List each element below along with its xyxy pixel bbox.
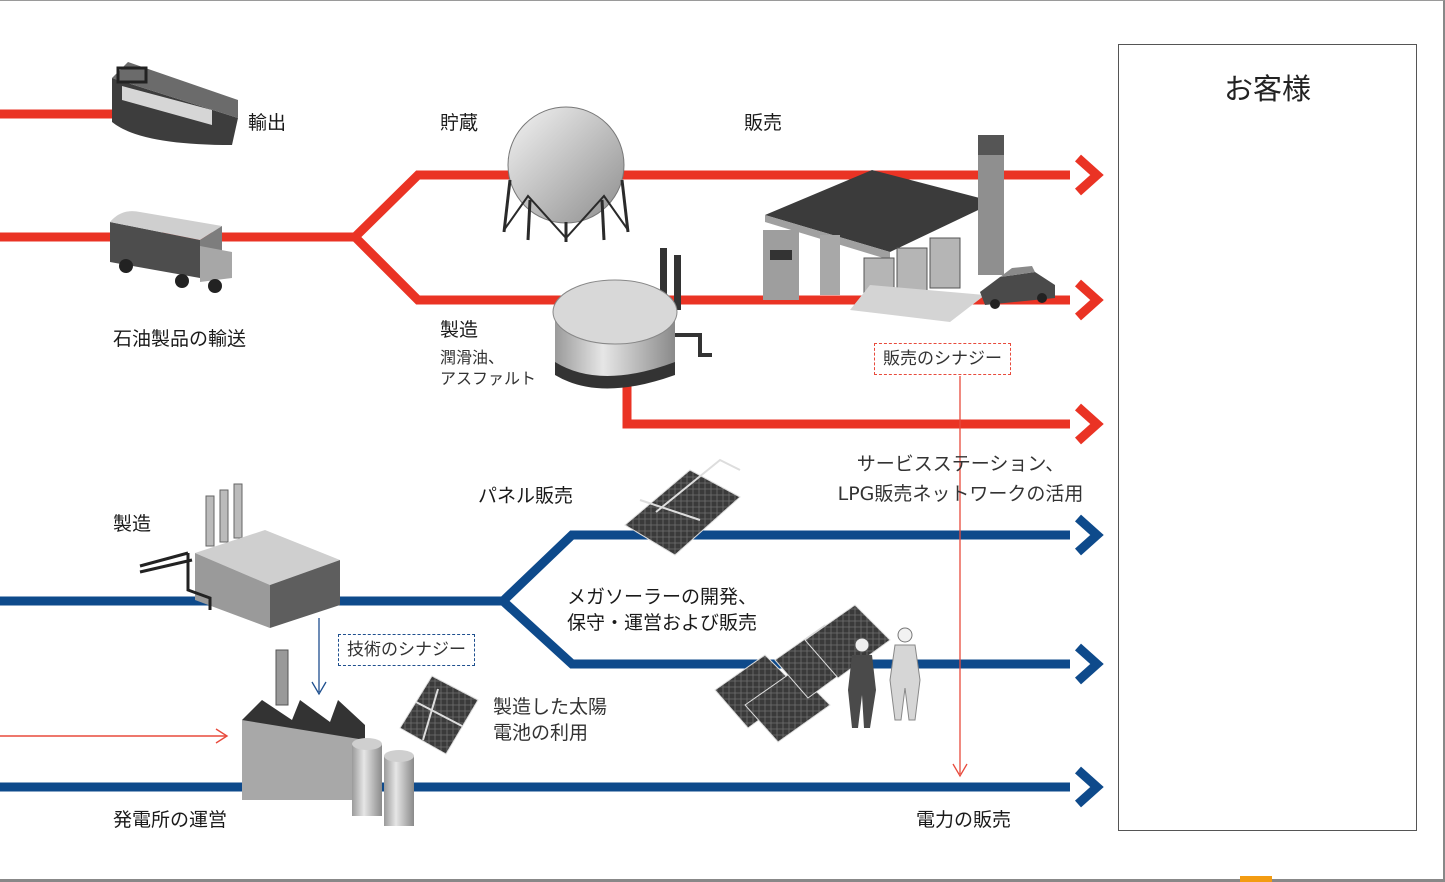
mega-solar-array-icon (714, 604, 891, 743)
power-plant-icon (242, 649, 414, 826)
mega-solar-label: メガソーラーの開発、 保守・運営および販売 (567, 586, 758, 634)
use-cells-label: 製造した太陽 電池の利用 (493, 696, 608, 744)
arrow-lubricant-icon (1074, 403, 1104, 445)
tech-synergy-connector (311, 618, 327, 696)
arrow-power-icon (1074, 766, 1104, 808)
refining-detail-label: 潤滑油、 アスファルト (440, 348, 537, 388)
refining-title-label: 製造 (440, 319, 479, 341)
tech-synergy-box: 技術のシナジー (338, 634, 475, 666)
power-sales-label: 電力の販売 (916, 809, 1012, 831)
refining-flow-line (351, 233, 1070, 305)
spherical-tank-icon (502, 106, 630, 242)
tanker-truck-icon (110, 211, 232, 293)
customer-title: お客様 (1223, 72, 1311, 106)
gas-station-icon (763, 135, 1004, 322)
solar-cell-icon (399, 675, 479, 755)
export-label: 輸出 (248, 112, 287, 134)
orange-page-tab (1240, 876, 1272, 882)
refinery-tank-icon (552, 248, 712, 389)
arrow-panel-icon (1074, 514, 1104, 556)
lubricant-flow-line (622, 370, 1070, 429)
arrow-refining-icon (1074, 279, 1104, 321)
sales-synergy-connector (952, 376, 968, 778)
storage-label: 貯蔵 (440, 112, 479, 134)
energy-arrowheads (1074, 514, 1104, 808)
sales-synergy-box: 販売のシナジー (874, 343, 1011, 375)
power-plant-label: 発電所の運営 (113, 809, 228, 831)
service-network-label: サービスステーション、 LPG販売ネットワークの活用 (837, 453, 1084, 505)
solar-panel-icon (624, 458, 741, 556)
customer-panel: お客様 (1118, 44, 1417, 831)
sales-label: 販売 (744, 112, 783, 134)
car-icon (980, 266, 1055, 309)
arrow-storage-icon (1074, 154, 1104, 196)
petroleum-arrowheads (1074, 154, 1104, 445)
panel-sales-label: パネル販売 (478, 485, 574, 507)
tanker-ship-icon (112, 62, 238, 145)
thin-red-input-line (0, 728, 229, 744)
manufacturing-label: 製造 (113, 513, 152, 535)
workers-icon (848, 627, 921, 728)
transport-label: 石油製品の輸送 (113, 328, 247, 350)
factory-icon (139, 483, 340, 628)
arrow-mega-solar-icon (1074, 643, 1104, 685)
